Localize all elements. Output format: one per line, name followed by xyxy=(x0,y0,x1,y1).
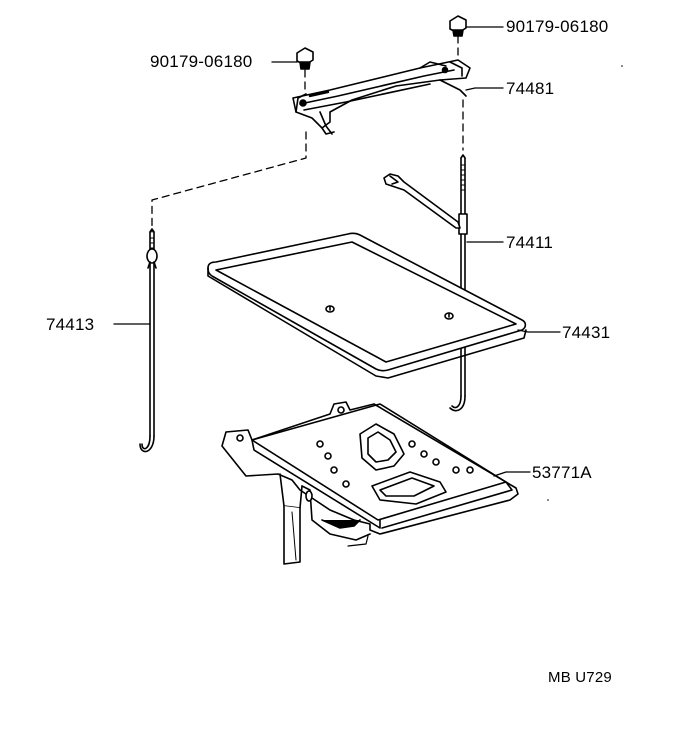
label-carrier: 53771A xyxy=(532,463,592,482)
tray-drawing xyxy=(207,232,527,379)
rod-left-drawing xyxy=(139,228,158,453)
leader-lines xyxy=(113,26,561,477)
label-tray: 74431 xyxy=(562,323,611,342)
dashed-guides xyxy=(151,35,464,233)
label-rod-left: 74413 xyxy=(46,315,95,334)
clamp-drawing xyxy=(292,59,471,135)
label-clamp: 74481 xyxy=(506,79,555,98)
label-rod-right: 74411 xyxy=(506,233,554,252)
nut-left-drawing xyxy=(296,47,314,70)
carrier-drawing xyxy=(221,401,519,565)
nut-right-drawing xyxy=(449,15,467,37)
diagram-code: MB U729 xyxy=(548,669,612,686)
label-nut-right: 90179-06180 xyxy=(506,17,609,36)
label-nut-left: 90179-06180 xyxy=(150,52,253,71)
